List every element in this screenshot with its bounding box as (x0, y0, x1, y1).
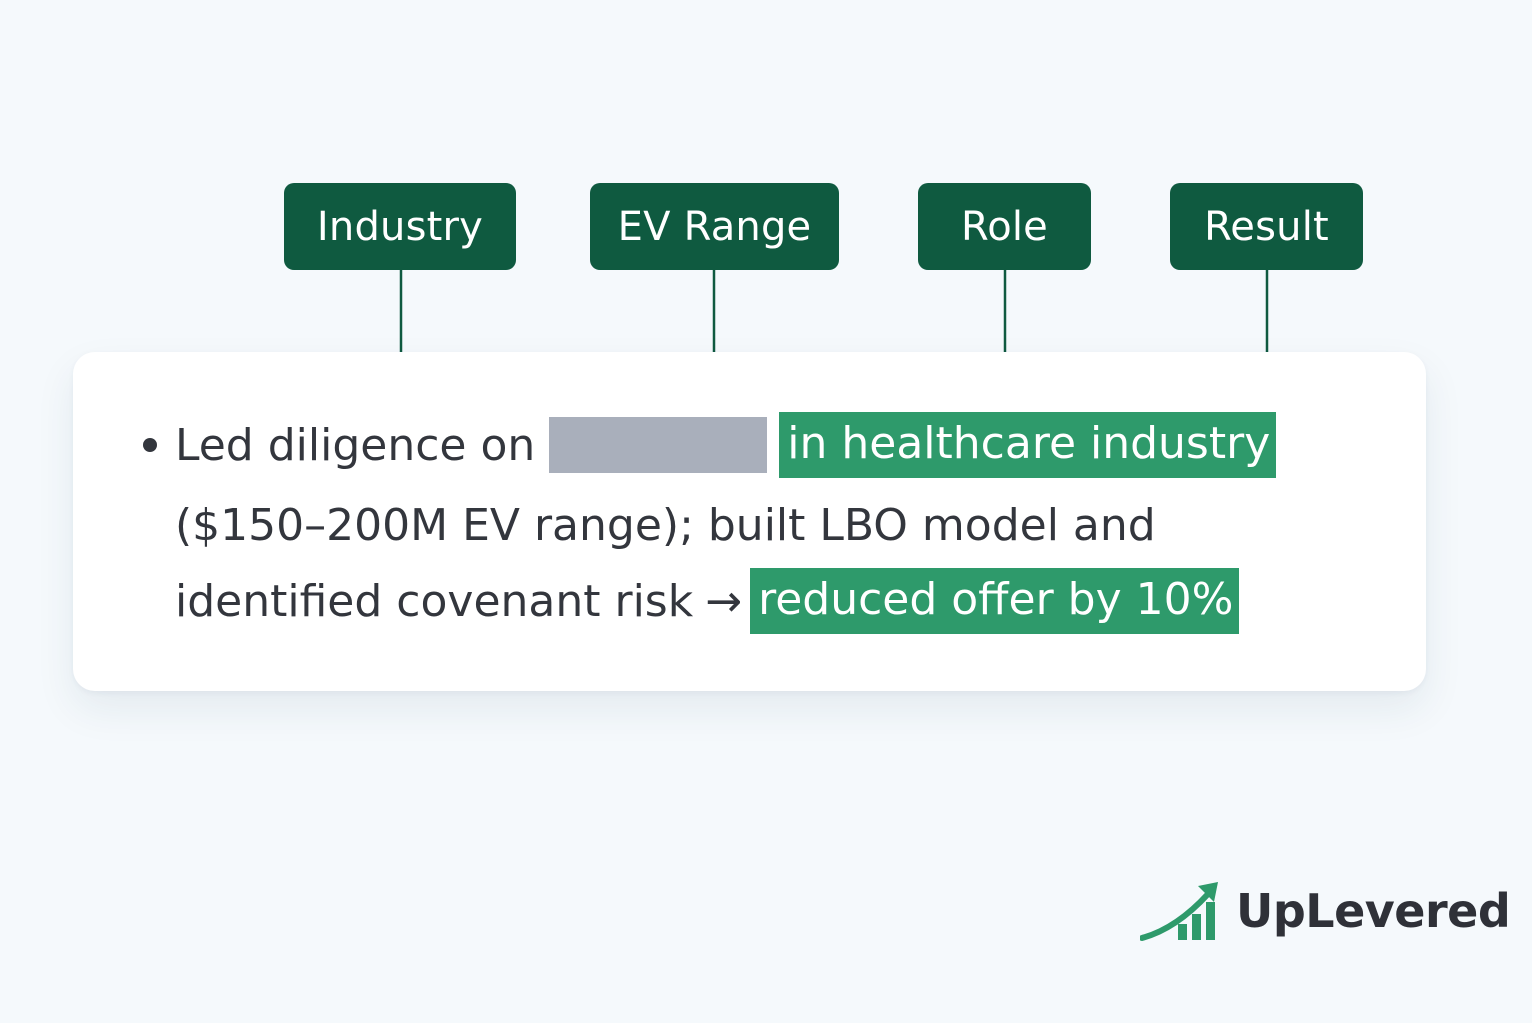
line1-prefix: Led diligence on (175, 419, 536, 471)
industry-tag: Industry (284, 183, 516, 270)
resume-bullet-card (73, 352, 1426, 691)
line2-text: ($150–200M EV range); built LBO model an… (175, 499, 1156, 551)
uplevered-logo: UpLevered (1140, 880, 1511, 942)
industry-highlight: in healthcare industry (779, 412, 1277, 478)
bullet-line-3: identified covenant risk → reduced offer… (103, 566, 1240, 636)
bullet-line-2: ($150–200M EV range); built LBO model an… (103, 490, 1156, 560)
ev-range-tag: EV Range (590, 183, 839, 270)
right-arrow-symbol: → (705, 575, 743, 627)
logo-wordmark: UpLevered (1236, 884, 1511, 938)
bullet-dot (143, 438, 157, 452)
redacted-company-name (549, 417, 768, 473)
role-tag: Role (918, 183, 1091, 270)
growth-arrow-icon (1140, 882, 1218, 941)
line3-prefix: identified covenant risk (175, 575, 694, 627)
result-tag: Result (1170, 183, 1363, 270)
bullet-line-1: Led diligence on in healthcare industry (103, 410, 1277, 480)
result-highlight: reduced offer by 10% (750, 568, 1240, 634)
